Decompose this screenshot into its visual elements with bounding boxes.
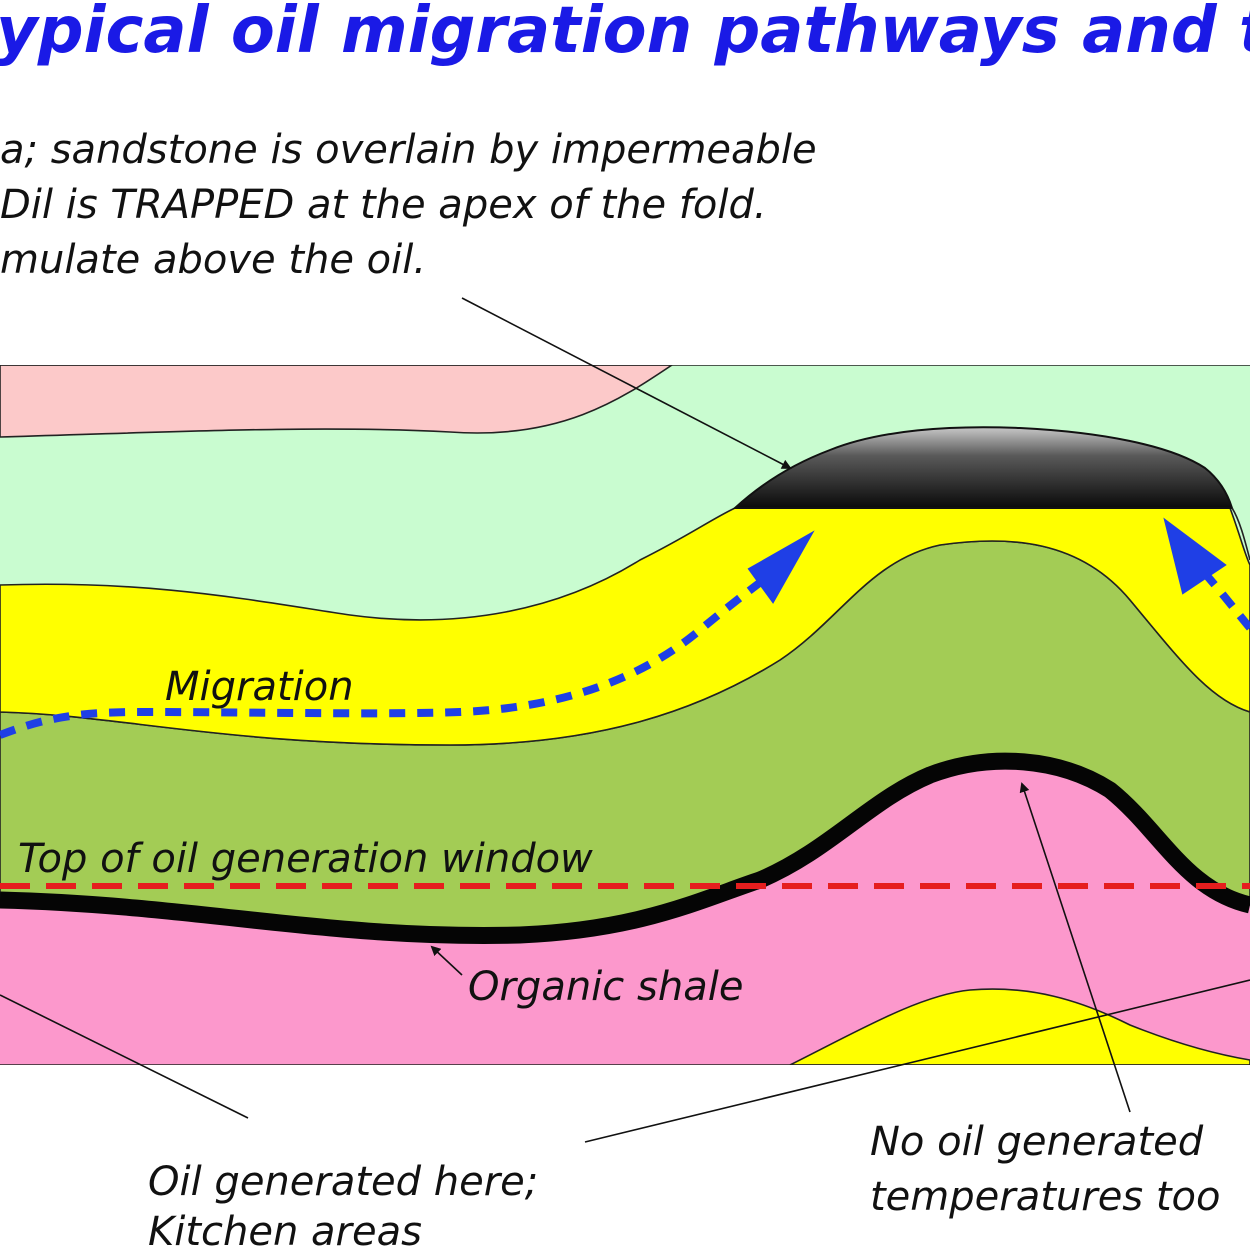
migration-path-left <box>0 571 773 739</box>
pointer-trap <box>461 297 792 469</box>
trapped-oil <box>732 426 1234 509</box>
intro-line-3: mulate above the oil. <box>0 237 426 283</box>
organic-shale-bed <box>0 752 1250 944</box>
kitchen-label-line-2: Kitchen areas <box>148 1209 422 1250</box>
pointer-no-oil <box>1019 782 1131 1113</box>
fold-outline <box>1231 507 1250 561</box>
kitchen-label-line-1: Oil generated here; <box>148 1159 538 1205</box>
diagram-title: ypical oil migration pathways and tra <box>0 0 1250 68</box>
lower-sandstone-body <box>789 988 1250 1065</box>
no-oil-label-line-1: No oil generated <box>870 1119 1204 1165</box>
pointer-organic-shale <box>430 945 463 976</box>
pointer-kitchen-right <box>584 979 1250 1143</box>
sandstone-layer <box>0 507 1250 746</box>
pink-shale-layer <box>0 761 1250 1065</box>
oil-window-label: Top of oil generation window <box>18 836 593 882</box>
migration-arrowhead-right-icon <box>1163 517 1227 595</box>
pink-top-layer <box>0 365 674 438</box>
no-oil-label-line-2: temperatures too <box>870 1174 1221 1220</box>
organic-shale-label: Organic shale <box>468 964 743 1010</box>
cross-section <box>0 365 1250 1065</box>
migration-label: Migration <box>165 664 354 710</box>
intro-line-2: Dil is TRAPPED at the apex of the fold. <box>0 182 767 228</box>
intro-line-1: a; sandstone is overlain by impermeable <box>0 127 817 173</box>
pointer-kitchen-left <box>0 994 249 1119</box>
migration-arrowhead-left-icon <box>747 530 815 604</box>
